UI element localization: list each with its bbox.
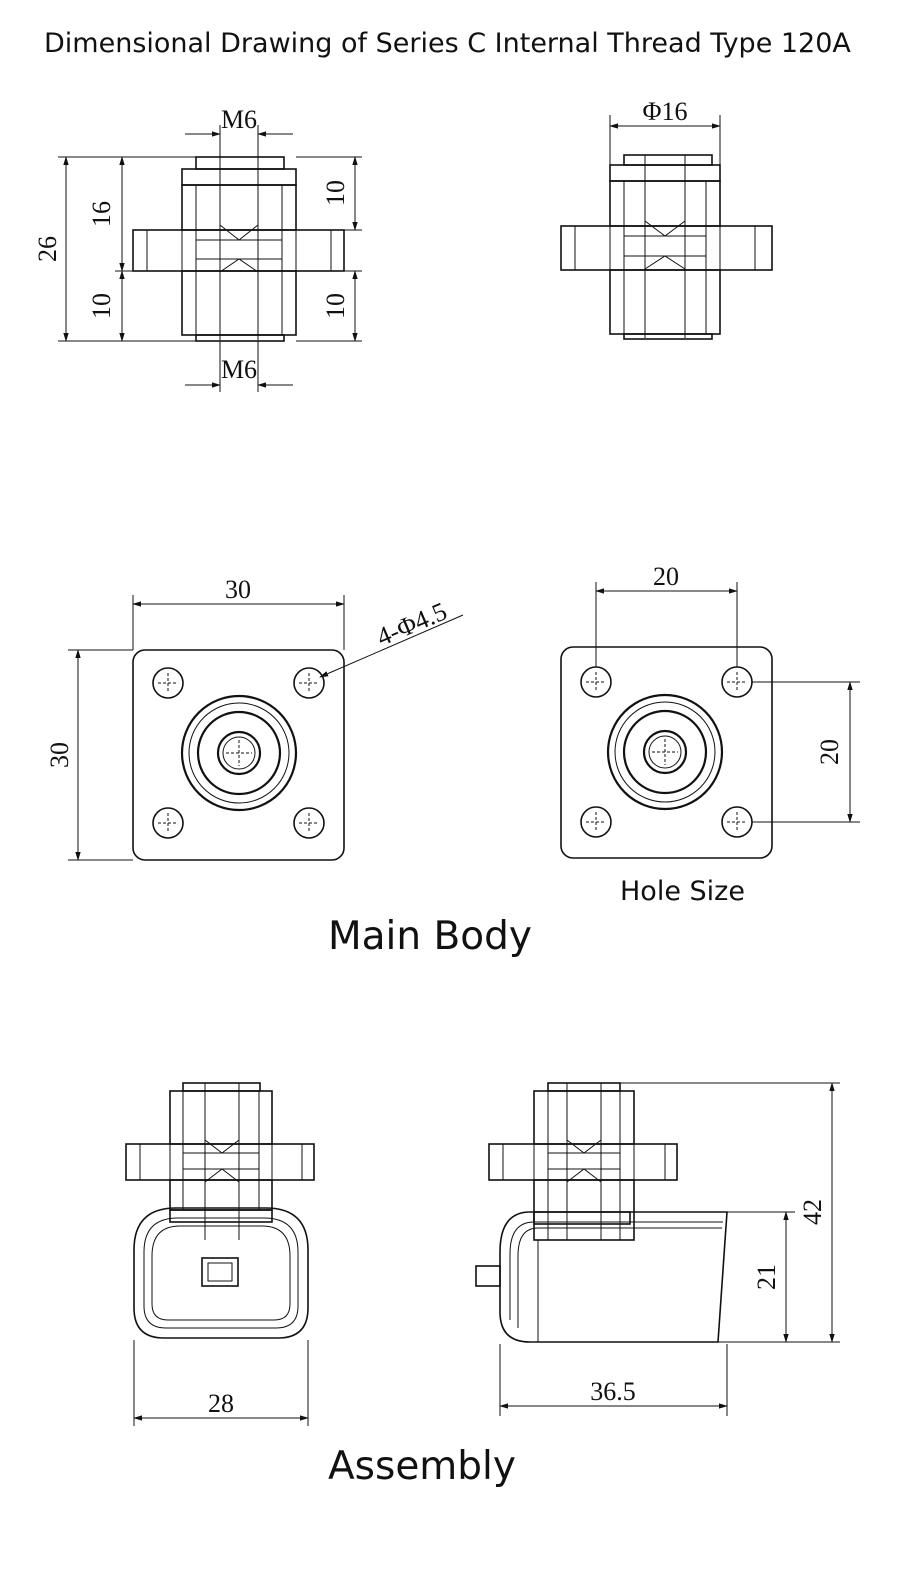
hole-spacing-y-label: 20 <box>815 739 844 765</box>
hole-size-dimensions: 20 20 <box>595 562 860 823</box>
side-view-dimensions: Φ16 <box>609 97 721 165</box>
lower-left-label: 10 <box>87 293 116 319</box>
main-body-caption: Main Body <box>328 914 532 959</box>
bottom-thread-label: M6 <box>221 355 257 384</box>
assembly-front-view <box>125 1082 315 1339</box>
mount-holes-label: 4-Φ4.5 <box>372 597 451 652</box>
flange-width-label: 30 <box>225 575 251 604</box>
upper-height-label: 16 <box>87 201 116 227</box>
lower-right-label: 10 <box>321 293 350 319</box>
hole-size-caption: Hole Size <box>620 876 745 907</box>
front-view <box>132 156 345 342</box>
diameter-label: Φ16 <box>642 97 687 126</box>
assembly-length-label: 36.5 <box>590 1377 636 1406</box>
top-thread-label: M6 <box>221 105 257 134</box>
flange-height-label: 30 <box>45 742 74 768</box>
overall-height-label: 26 <box>33 236 62 262</box>
assembly-lower-label: 21 <box>752 1264 781 1290</box>
page-title: Dimensional Drawing of Series C Internal… <box>44 28 851 59</box>
front-view-dimensions: M6 M6 26 16 10 10 10 <box>33 105 362 392</box>
assembly-height-label: 42 <box>798 1199 827 1225</box>
main-body-dimensions: 30 30 4-Φ4.5 <box>45 575 464 861</box>
assembly-side-dimensions: 36.5 42 21 <box>499 1082 840 1416</box>
hole-spacing-x-label: 20 <box>653 562 679 591</box>
upper-right-label: 10 <box>321 180 350 206</box>
side-view <box>560 154 773 340</box>
assembly-width-label: 28 <box>208 1389 234 1418</box>
assembly-side-view <box>475 1082 728 1343</box>
hole-size-view <box>560 646 773 859</box>
assembly-front-dimensions: 28 <box>133 1340 309 1426</box>
assembly-caption: Assembly <box>328 1444 516 1489</box>
main-body-view <box>132 649 345 861</box>
